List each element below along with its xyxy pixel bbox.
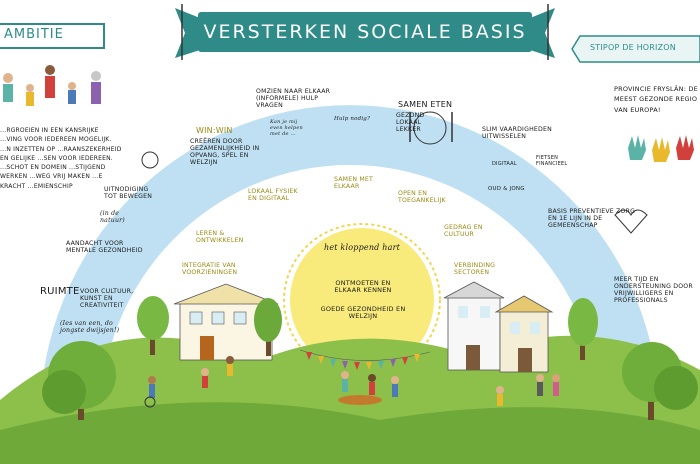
fietsen-label: Fietsen financieel — [536, 155, 568, 167]
banner-left-tail — [175, 8, 200, 58]
people-group — [144, 356, 560, 408]
verbinding-label: Verbinding sectoren — [454, 262, 496, 277]
outer-arc — [40, 105, 660, 420]
aandacht-label: Aandacht voor mentale gezondheid — [66, 240, 143, 255]
heart-line-2: Goede gezondheid en welzijn — [320, 305, 406, 321]
tree-right — [568, 298, 698, 420]
heart-title: het kloppend hart — [323, 243, 401, 252]
page-title: Versterken sociale basis — [203, 21, 527, 43]
slim-label: Slim vaardigheden uitwisselen — [482, 126, 552, 141]
stipop-text: Provincie Fryslân: de meest gezonde regi… — [614, 85, 698, 114]
leren-label: Leren & ontwikkelen — [196, 230, 244, 245]
tree-mid-left — [137, 296, 282, 356]
hand-icon-yellow — [652, 137, 670, 162]
ruimte-heading: Ruimte — [40, 286, 80, 297]
gedrag-label: Gedrag en cultuur — [444, 224, 483, 239]
tree-left — [42, 341, 116, 420]
meer-tijd-label: Meer tijd en ondersteuning door vrijwill… — [614, 276, 693, 305]
winwin-text: Creëren door gezamenlijkheid in opvang, … — [190, 138, 260, 167]
stipop-heading: Stipop de horizon — [590, 43, 676, 52]
stipop-banner — [571, 35, 700, 63]
hand-icon-teal — [628, 135, 646, 160]
ambitie-text: ...rgroeien in een kansrijke ...ving voo… — [0, 127, 122, 190]
open-label: Open en toegankelijk — [398, 190, 446, 205]
basis-label: Basis preventieve zorg en 1e lijn in de … — [548, 208, 636, 230]
integratie-label: Integratie van voorzieningen — [182, 262, 238, 277]
family-illustration — [3, 65, 101, 106]
ambitie-box — [0, 23, 105, 49]
ambitie-heading: Ambitie — [4, 27, 64, 42]
digital-label: Digitaal — [492, 161, 517, 167]
uitnodiging-note: (in de natuur) — [100, 210, 125, 225]
ruimte-text: voor cultuur, kunst en creativiteit — [80, 288, 134, 310]
omzien-note: Kan je mij even helpen met de ... — [270, 119, 303, 137]
samen-met-label: Samen met elkaar — [334, 176, 373, 191]
hand-icon-red — [676, 135, 694, 160]
heart-sun — [290, 228, 434, 372]
bunting — [306, 352, 420, 370]
winwin-heading: Win:Win — [196, 126, 233, 135]
heart-icon — [614, 209, 648, 234]
plate-icon — [413, 111, 447, 145]
racket-icon — [141, 151, 159, 169]
samen-eten-sub: Gezond lokaal lekker — [396, 112, 425, 134]
ruimte-quote: (Ies van een, do jongste dwijsjen!) — [60, 320, 120, 335]
lokaal-label: Lokaal fysiek en digitaal — [248, 188, 298, 203]
banner — [198, 12, 532, 52]
cutlery-icon — [409, 112, 453, 142]
banner-right-tail — [530, 8, 555, 58]
hulp-note: Hulp nodig? — [334, 116, 371, 122]
oud-jong-label: Oud & Jong — [488, 186, 525, 192]
samen-eten-heading: Samen eten — [398, 100, 453, 109]
uitnodiging-label: Uitnodiging tot bewegen — [104, 186, 153, 201]
heart-line-1: Ontmoeten en elkaar kennen — [334, 279, 392, 295]
omzien-label: Omzien naar elkaar (informele) hulp vrag… — [256, 88, 331, 110]
